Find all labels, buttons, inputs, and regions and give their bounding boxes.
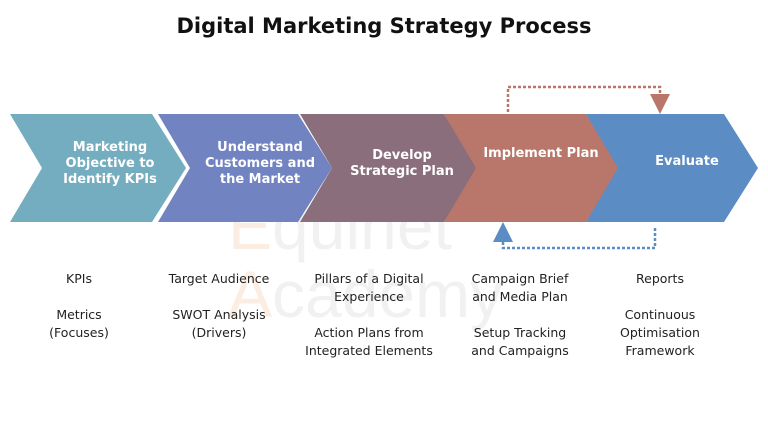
detail-item: Setup Tracking and Campaigns	[471, 325, 569, 358]
step-5-details: Reports Continuous Optimisation Framewor…	[585, 270, 735, 360]
detail-item: Campaign Brief and Media Plan	[471, 271, 569, 304]
step-3-label: Develop Strategic Plan	[350, 148, 454, 179]
detail-item: Action Plans from Integrated Elements	[305, 325, 433, 358]
feedback-arrow-bottom	[493, 222, 657, 250]
detail-item: SWOT Analysis (Drivers)	[172, 307, 266, 340]
step-1-label: Marketing Objective to Identify KPIs	[63, 140, 157, 187]
detail-item: Target Audience	[168, 271, 270, 286]
chevron-step-3	[300, 114, 478, 222]
chevron-step-5	[586, 114, 758, 222]
step-2-details: Target Audience SWOT Analysis (Drivers)	[144, 270, 294, 342]
step-2-label: Understand Customers and the Market	[204, 140, 316, 187]
detail-item: Metrics (Focuses)	[49, 307, 109, 340]
step-3-details: Pillars of a Digital Experience Action P…	[294, 270, 444, 360]
step-1-details: KPIs Metrics (Focuses)	[4, 270, 154, 342]
detail-item: Continuous Optimisation Framework	[620, 307, 700, 358]
step-4-details: Campaign Brief and Media Plan Setup Trac…	[445, 270, 595, 360]
detail-item: Pillars of a Digital Experience	[314, 271, 424, 304]
detail-item: KPIs	[66, 271, 92, 286]
chevron-step-1	[10, 114, 186, 222]
feedback-arrow-top	[506, 85, 670, 114]
chevron-step-2	[158, 114, 332, 222]
page-title: Digital Marketing Strategy Process	[176, 14, 592, 38]
detail-item: Reports	[636, 271, 684, 286]
step-4-label: Implement Plan	[483, 146, 599, 161]
step-5-label: Evaluate	[655, 154, 719, 169]
chevron-step-4	[444, 114, 620, 222]
